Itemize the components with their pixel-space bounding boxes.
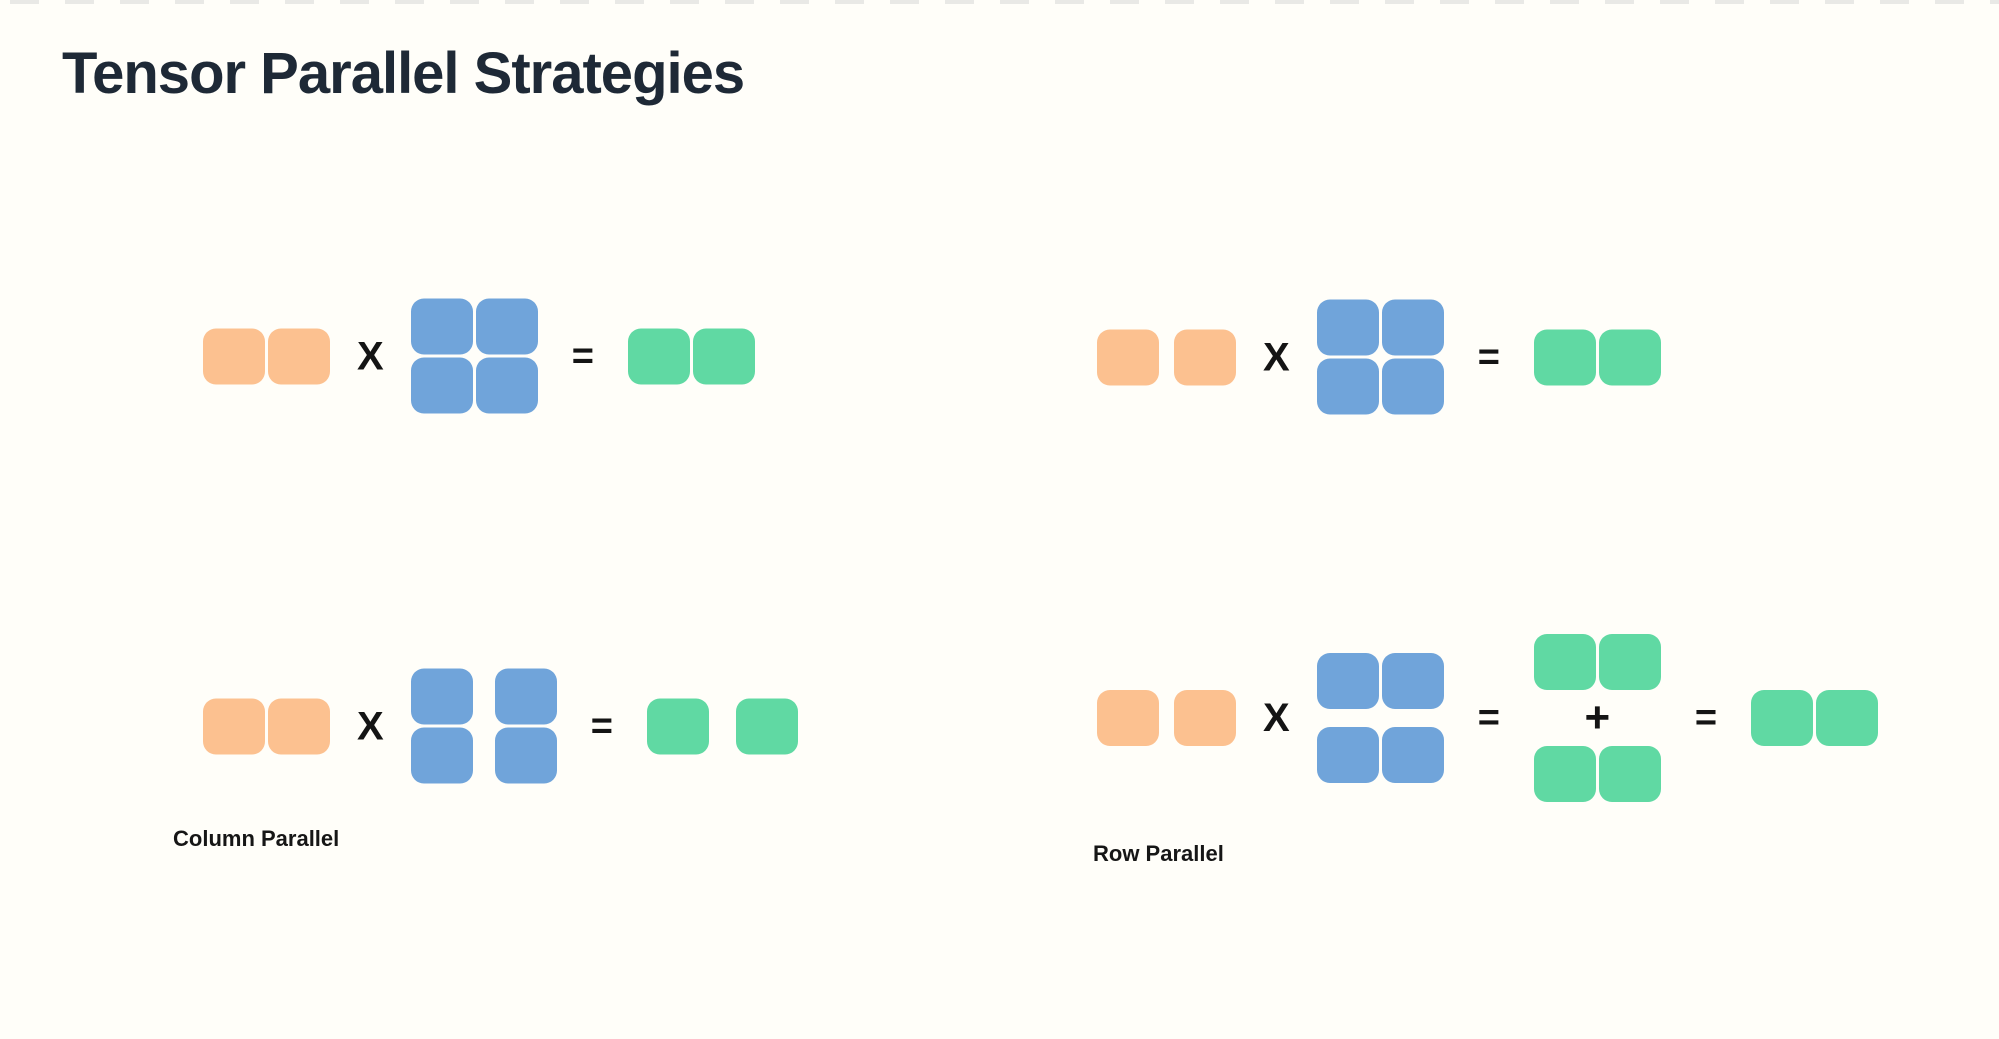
input-vector (203, 328, 330, 384)
output-block (627, 328, 690, 384)
weight-block (1381, 653, 1444, 709)
output-block (1533, 634, 1596, 690)
weight-matrix (1316, 299, 1444, 415)
equals-operator: = (1694, 697, 1718, 739)
weight-block (1381, 727, 1444, 783)
weight-matrix-row-split (1316, 653, 1444, 783)
equation-column-parallel: X = (203, 668, 798, 784)
weight-matrix (410, 298, 538, 414)
weight-block (494, 727, 557, 784)
output-block (1598, 746, 1661, 802)
weight-block (410, 727, 473, 784)
output-block (646, 698, 709, 754)
output-vector (1751, 690, 1879, 746)
input-vector (203, 698, 330, 754)
equals-operator: = (1477, 336, 1500, 378)
input-block (268, 698, 330, 754)
equation-full-left: X = (203, 298, 755, 414)
input-block (1097, 690, 1159, 746)
weight-block (1316, 299, 1379, 356)
output-block (1533, 329, 1596, 385)
multiply-operator: X (357, 704, 384, 748)
weight-block (494, 668, 557, 725)
weight-block (1316, 727, 1379, 783)
input-block (1174, 329, 1236, 385)
input-block (203, 698, 265, 754)
weight-block (410, 298, 473, 355)
output-block (1816, 690, 1879, 746)
output-vector (1533, 329, 1661, 385)
equals-operator: = (1477, 697, 1500, 739)
equation-full-right: X = (1097, 299, 1661, 415)
plus-operator: + (1584, 693, 1611, 742)
input-vector (1097, 690, 1236, 746)
input-block (268, 328, 330, 384)
weight-block (410, 668, 473, 725)
output-block (735, 698, 798, 754)
weight-block (410, 357, 473, 414)
output-block (692, 328, 755, 384)
output-vector-split (646, 698, 798, 754)
weight-block (1316, 358, 1379, 415)
weight-block (1381, 358, 1444, 415)
equation-row-parallel: X = + = (1097, 634, 1879, 802)
weight-matrix-column-split (410, 668, 557, 784)
input-block (1174, 690, 1236, 746)
partial-sums-group: + (1533, 634, 1661, 802)
page-title: Tensor Parallel Strategies (62, 41, 745, 106)
weight-block (475, 357, 538, 414)
partial-output-1 (1533, 634, 1661, 690)
input-block (1097, 329, 1159, 385)
output-block (1533, 746, 1596, 802)
partial-output-2 (1533, 746, 1661, 802)
equals-operator: = (571, 335, 594, 377)
weight-block (1316, 653, 1379, 709)
output-block (1751, 690, 1814, 746)
output-block (1598, 634, 1661, 690)
weight-block (475, 298, 538, 355)
multiply-operator: X (1263, 696, 1290, 740)
multiply-operator: X (357, 334, 384, 378)
input-vector (1097, 329, 1236, 385)
top-edge-dashes (10, 0, 1999, 4)
output-vector (627, 328, 755, 384)
weight-block (1381, 299, 1444, 356)
input-block (203, 328, 265, 384)
label-column-parallel: Column Parallel (173, 826, 340, 851)
label-row-parallel: Row Parallel (1093, 841, 1224, 866)
multiply-operator: X (1263, 335, 1290, 379)
output-block (1598, 329, 1661, 385)
equals-operator: = (590, 705, 613, 747)
